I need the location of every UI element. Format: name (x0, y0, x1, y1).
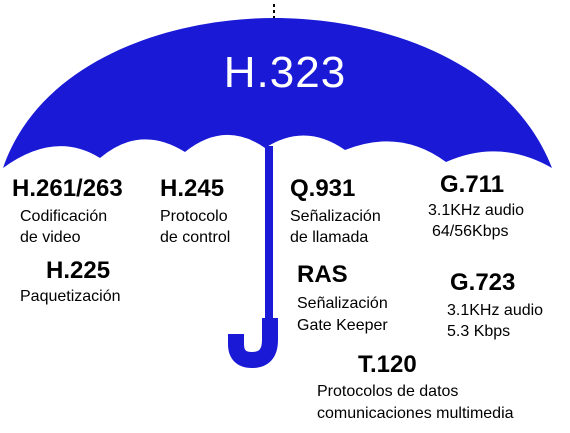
protocol-ras-name: RAS (297, 261, 348, 288)
protocol-h225-desc-line1: Paquetización (20, 288, 121, 305)
protocol-ras-desc-line2: Gate Keeper (297, 317, 388, 334)
umbrella-title: H.323 (223, 48, 347, 97)
protocol-h245-desc-line1: Protocolo (160, 208, 228, 225)
protocol-g711-desc-line2: 64/56Kbps (432, 223, 509, 240)
protocol-h261-desc-line1: Codificación (20, 208, 108, 225)
protocol-t120-desc-line1: Protocolos de datos (317, 383, 459, 400)
protocol-h245-desc-line2: de control (160, 229, 231, 246)
protocol-ras-desc-line1: Señalización (297, 295, 388, 312)
protocol-g723-desc-line2: 5.3 Kbps (447, 323, 511, 340)
protocol-q931-name: Q.931 (290, 175, 356, 202)
protocol-h261-desc-line2: de video (20, 229, 81, 246)
protocol-h261-name: H.261/263 (12, 175, 123, 202)
umbrella-handle (228, 318, 278, 369)
protocol-g723-desc-line1: 3.1KHz audio (447, 302, 544, 319)
umbrella-shaft (265, 146, 273, 326)
protocol-g711-desc-line1: 3.1KHz audio (428, 202, 525, 219)
protocol-t120-name: T.120 (358, 351, 417, 378)
protocol-q931-desc-line2: de llamada (290, 229, 369, 246)
protocol-h225-name: H.225 (46, 257, 111, 284)
umbrella-canopy (3, 18, 552, 168)
protocol-g711-name: G.711 (440, 171, 505, 198)
protocol-g723-name: G.723 (450, 269, 516, 296)
protocol-t120-desc-line2: comunicaciones multimedia (317, 405, 514, 422)
protocol-h245-name: H.245 (160, 175, 225, 202)
protocol-q931-desc-line1: Señalización (290, 208, 381, 225)
